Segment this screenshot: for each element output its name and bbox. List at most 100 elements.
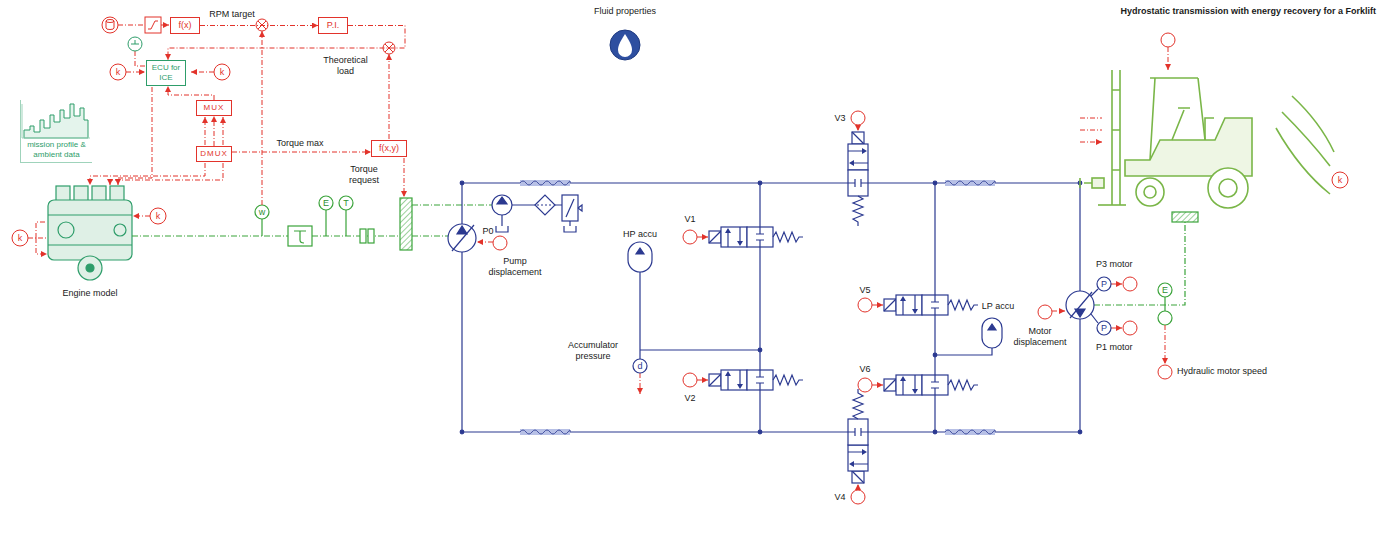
sensor-label: P1 motor — [1096, 342, 1133, 353]
hydraulic-components — [884, 375, 978, 395]
mechanical-shaft — [1094, 222, 1185, 305]
signal-label: RPM target — [207, 9, 257, 20]
control-signal-lines — [872, 305, 883, 306]
constant-symbol: k — [1338, 175, 1343, 186]
valve-label: V2 — [684, 393, 695, 404]
signal-blocks — [128, 37, 142, 51]
control-signal-lines — [110, 163, 223, 185]
control-signal-lines — [389, 54, 390, 139]
hydraulic-components — [537, 204, 553, 205]
mechanical-shaft — [132, 235, 288, 236]
hydraulic-components — [709, 370, 803, 390]
hydraulic-lines — [935, 348, 992, 355]
mechanical-shaft — [294, 231, 306, 243]
hydraulic-components — [1097, 321, 1111, 335]
mechanical-shaft — [1172, 212, 1198, 222]
hydraulic-components — [460, 181, 464, 185]
control-signal-lines — [262, 31, 263, 205]
forklift-illustration — [1208, 168, 1248, 208]
hydraulic-components — [457, 226, 467, 234]
node-text: DMUX — [200, 149, 228, 159]
signal-connector — [168, 86, 214, 100]
mechanical-shaft — [262, 210, 346, 236]
component-label: HP accu — [623, 229, 657, 240]
sensor-symbol: T — [343, 198, 349, 209]
hydraulic-components — [709, 227, 803, 247]
constant-symbol: k — [220, 67, 225, 78]
forklift-illustration — [1276, 96, 1334, 194]
hydraulic-components — [566, 199, 574, 217]
hydraulic-lines — [496, 226, 576, 232]
signal-blocks — [851, 490, 865, 504]
signal-blocks — [1123, 321, 1137, 335]
control-signal-lines — [858, 484, 859, 490]
forklift-illustration — [1080, 70, 1334, 208]
sensor-symbol: P — [1101, 279, 1107, 290]
function-block: f(x) — [170, 17, 200, 34]
hydraulic-lines — [462, 183, 1098, 432]
valve-label: V4 — [834, 492, 845, 503]
engine-illustration — [48, 200, 132, 260]
control-signal-lines — [477, 242, 493, 243]
signal-blocks — [12, 17, 1348, 504]
hydraulic-components — [578, 205, 582, 211]
hydraulic-components — [1070, 292, 1092, 318]
forklift-illustration — [1098, 204, 1126, 206]
signal-blocks — [102, 17, 118, 33]
hydraulic-components — [933, 353, 937, 357]
hydraulic-components — [884, 295, 978, 315]
mechanical-shaft — [1158, 283, 1172, 297]
ecu-block: ECU for ICE — [146, 60, 186, 86]
valve-label: V5 — [859, 285, 870, 296]
signal-blocks — [1038, 305, 1052, 319]
mission-profile-block: mission profile & ambient data — [20, 100, 92, 163]
control-signal-lines — [191, 72, 214, 73]
valve-label: V3 — [834, 113, 845, 124]
hydraulic-components — [492, 195, 512, 215]
signal-blocks — [1332, 172, 1348, 188]
forklift-illustration — [1219, 179, 1237, 197]
sensor-symbol: P — [1101, 323, 1107, 334]
hydraulic-components — [1066, 291, 1094, 319]
node-text: mission profile & ambient data — [24, 140, 89, 160]
hydraulic-components — [1097, 277, 1111, 291]
control-signal-lines — [135, 51, 145, 66]
engine-illustration — [48, 215, 132, 245]
control-signal-lines — [1165, 325, 1166, 364]
signal-blocks — [148, 21, 158, 29]
signal-label: Torque request — [343, 164, 385, 186]
control-signal-lines — [1111, 328, 1122, 329]
node-text: P.I. — [322, 20, 344, 31]
control-signal-lines — [697, 380, 708, 381]
fluid-properties-icon — [610, 30, 640, 60]
hydraulic-components — [945, 181, 995, 185]
hydraulic-components — [933, 430, 937, 434]
hydraulic-components — [520, 430, 570, 434]
mission-profile-chart — [22, 104, 90, 138]
mechanical-shaft — [312, 235, 400, 236]
icon-label: Fluid properties — [594, 6, 656, 17]
hydraulic-components — [848, 132, 868, 226]
forklift-illustration — [1205, 118, 1214, 140]
hydraulic-lines — [502, 205, 570, 226]
constant-symbol: k — [156, 211, 161, 222]
demux-block: DMUX — [196, 146, 232, 162]
constant-symbol: k — [18, 233, 23, 244]
node-text: ECU for ICE — [150, 63, 182, 83]
control-signal-lines — [118, 87, 152, 185]
signal-blocks — [106, 20, 114, 23]
hydraulic-components — [520, 181, 570, 185]
mechanical-shaft — [360, 229, 366, 243]
hydraulic-lines — [462, 183, 1080, 432]
control-signal-lines — [404, 158, 405, 197]
engine-illustration — [78, 256, 102, 280]
mechanical-shaft — [368, 229, 374, 243]
signal-blocks — [110, 64, 126, 80]
hydraulic-components — [448, 132, 1111, 483]
forklift-illustration — [1136, 178, 1164, 206]
forklift-illustration — [1172, 108, 1190, 140]
sensor-label: P3 motor — [1096, 259, 1133, 270]
component-label: Engine model — [62, 288, 117, 299]
signal-blocks — [131, 40, 139, 44]
